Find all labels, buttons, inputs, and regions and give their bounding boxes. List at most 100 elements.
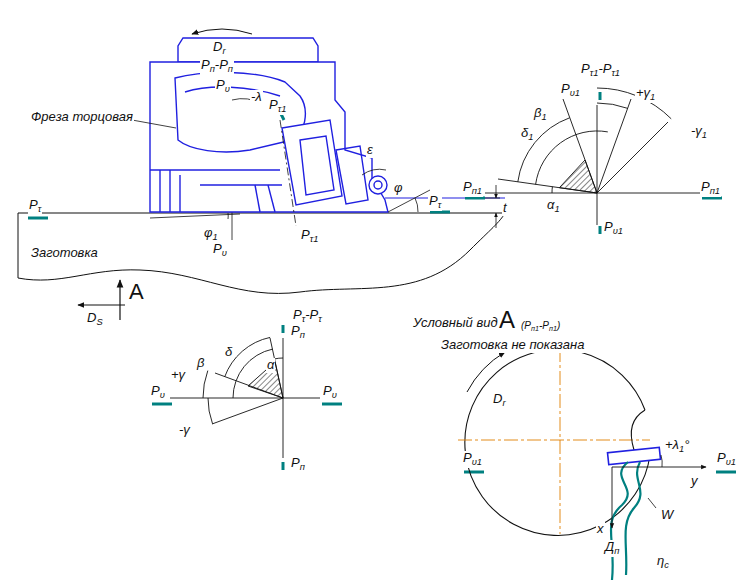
text-run: y bbox=[691, 473, 698, 488]
text-run: Условный вид bbox=[413, 315, 498, 330]
text-run: P bbox=[216, 77, 225, 92]
subscript: τ bbox=[318, 314, 322, 324]
text-run: P bbox=[561, 81, 570, 96]
drawing-label: W bbox=[660, 508, 674, 523]
text-run: -λ bbox=[251, 89, 262, 104]
drawing-label: Дп bbox=[604, 540, 620, 557]
drawing-label: Pτ1-Pτ1 bbox=[580, 62, 621, 79]
subscript: τ1 bbox=[310, 234, 319, 244]
text-run: α bbox=[547, 197, 554, 212]
text-run: β bbox=[534, 105, 541, 120]
text-run: P bbox=[604, 219, 613, 234]
text-run: D bbox=[87, 310, 96, 325]
drawing-label: Pυ bbox=[215, 78, 231, 95]
drawing-label: Pτ bbox=[428, 194, 442, 211]
text-run: -P bbox=[539, 320, 549, 331]
text-run: P bbox=[301, 227, 310, 242]
subscript: п1 bbox=[531, 324, 539, 333]
drawing-label: δ1 bbox=[520, 126, 534, 143]
text-run: A bbox=[129, 279, 144, 304]
text-run: δ bbox=[225, 344, 232, 359]
subscript: τ1 bbox=[611, 68, 620, 78]
drawing-label: α1 bbox=[546, 198, 561, 215]
text-run: +γ bbox=[636, 85, 650, 100]
text-run: D bbox=[493, 391, 502, 406]
text-run: P bbox=[323, 383, 332, 398]
drawing-label: Pτ-Pτ bbox=[292, 308, 323, 325]
drawing-label: A bbox=[128, 279, 145, 304]
subscript: 1 bbox=[541, 112, 546, 122]
text-run: δ bbox=[521, 125, 528, 140]
drawing-label: Фреза торцовая bbox=[30, 110, 134, 125]
text-run: P bbox=[201, 57, 210, 72]
subscript: υ bbox=[222, 248, 227, 258]
drawing-label: -γ bbox=[178, 423, 191, 438]
text-run: β bbox=[197, 355, 204, 370]
text-run: W bbox=[661, 507, 673, 522]
text-run: α bbox=[267, 357, 274, 372]
subscript: п1 bbox=[710, 186, 720, 196]
drawing-label: Pυ bbox=[150, 384, 166, 401]
text-run: P bbox=[151, 383, 160, 398]
subscript: υ bbox=[332, 390, 337, 400]
text-run: Фреза торцовая bbox=[31, 109, 133, 124]
text-run: P bbox=[291, 455, 300, 470]
subscript: c bbox=[664, 560, 669, 570]
drawing-label: Pτ bbox=[28, 198, 42, 215]
drawing-label: Заготовка bbox=[30, 246, 99, 261]
subscript: 1 bbox=[212, 232, 217, 242]
text-run: P bbox=[463, 450, 472, 465]
drawing-label: Pτ1 bbox=[268, 98, 287, 115]
drawing-label: y bbox=[690, 474, 699, 489]
subscript: п bbox=[300, 330, 305, 340]
subscript: υ bbox=[225, 84, 230, 94]
drawing-label: (Pп1-Pп1) bbox=[520, 320, 561, 333]
text-run: P bbox=[429, 193, 438, 208]
subscript: τ bbox=[38, 204, 42, 214]
drawing-label: Pυ1 bbox=[560, 82, 581, 99]
subscript: п bbox=[614, 546, 619, 556]
text-run: -γ bbox=[179, 422, 190, 437]
text-run: P bbox=[581, 61, 590, 76]
subscript: τ bbox=[438, 200, 442, 210]
drawing-label: +γ1 bbox=[635, 86, 656, 103]
text-run: ε bbox=[367, 142, 373, 157]
drawing-label: ηc bbox=[656, 554, 670, 571]
drawing-label: t bbox=[502, 201, 508, 216]
drawing-label: β bbox=[196, 356, 205, 371]
subscript: υ bbox=[160, 390, 165, 400]
text-run: P bbox=[269, 97, 278, 112]
drawing-label: φ bbox=[393, 181, 403, 196]
drawing-label: -λ bbox=[250, 90, 263, 105]
drawing-label: Pυ1 bbox=[716, 451, 737, 468]
drawing-label: Pп1 bbox=[700, 180, 721, 197]
text-run: x bbox=[597, 521, 604, 536]
subscript: τ1 bbox=[590, 68, 599, 78]
text-run: P bbox=[701, 179, 710, 194]
drawing-label: Pτ1 bbox=[300, 228, 319, 245]
text-run: ° bbox=[684, 437, 689, 452]
subscript: υ1 bbox=[570, 88, 580, 98]
text-run: P bbox=[29, 197, 38, 212]
subscript: r bbox=[502, 398, 505, 408]
subscript: υ1 bbox=[472, 457, 482, 467]
drawing-label: Заготовка не показана bbox=[440, 338, 585, 353]
text-run: D bbox=[213, 39, 222, 54]
text-run: -P bbox=[598, 61, 611, 76]
text-run: φ bbox=[204, 225, 212, 240]
subscript: υ1 bbox=[613, 226, 623, 236]
text-run: -P bbox=[215, 57, 228, 72]
subscript: п1 bbox=[549, 324, 557, 333]
drawing-label: x bbox=[596, 522, 605, 537]
text-run: φ bbox=[394, 180, 402, 195]
subscript: п bbox=[210, 64, 215, 74]
text-run: +λ bbox=[665, 437, 679, 452]
text-run: Заготовка не показана bbox=[441, 337, 584, 352]
drawing-label: φ1 bbox=[203, 226, 219, 243]
text-run: -P bbox=[305, 307, 318, 322]
subscript: S bbox=[96, 317, 102, 327]
drawing-label: +λ1° bbox=[664, 438, 690, 455]
drawing-label: +γ bbox=[170, 368, 186, 383]
text-run: P bbox=[463, 179, 472, 194]
